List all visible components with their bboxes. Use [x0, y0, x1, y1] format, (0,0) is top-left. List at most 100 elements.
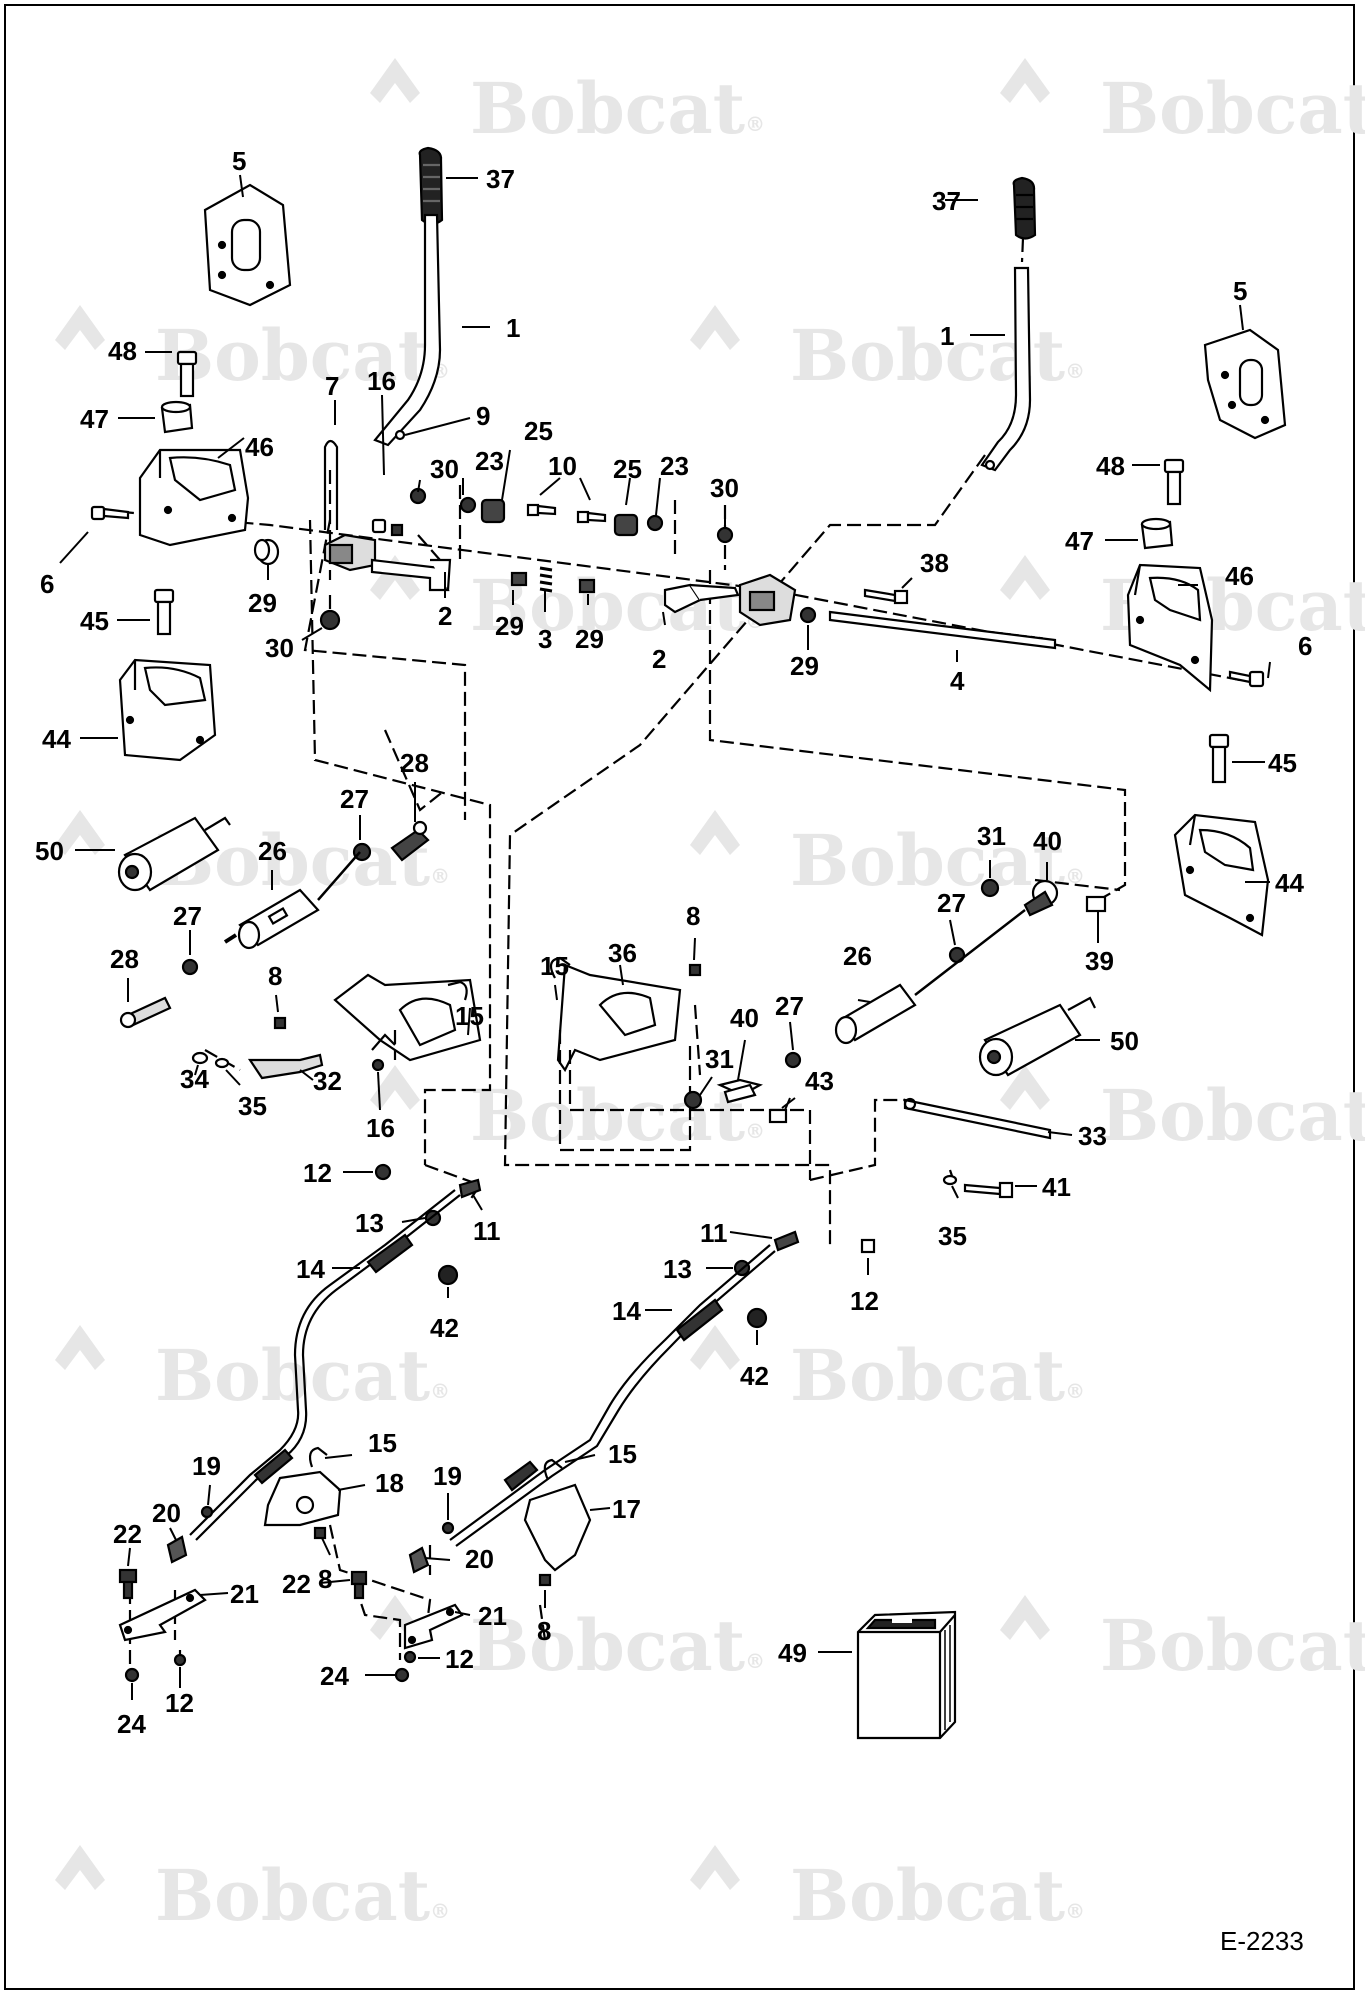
watermark-text: Bobcat® — [790, 314, 1085, 397]
callout-10: 10 — [548, 451, 577, 481]
bobcat-head-icon — [1000, 1595, 1050, 1640]
cylinder-50-right — [978, 996, 1096, 1077]
watermark-logo: Bobcat® — [1000, 1065, 1365, 1157]
bolt-8-lower-right — [538, 1573, 552, 1587]
watermark-logo: Bobcat® — [370, 1065, 765, 1157]
callout-7: 7 — [325, 371, 339, 401]
callout-49: 49 — [778, 1638, 807, 1668]
nut-12-upper-right — [860, 1238, 876, 1254]
watermark-logo: Bobcat® — [690, 305, 1085, 397]
watermark-text: Bobcat® — [790, 1334, 1085, 1417]
nut-24-left — [124, 1667, 140, 1683]
pin-16-lower — [371, 1058, 385, 1072]
knob-37-left — [418, 146, 444, 226]
callout-35-right: 35 — [938, 1221, 967, 1251]
callout-26-left: 26 — [258, 836, 287, 866]
lever-1-right — [980, 266, 1032, 472]
bolt-6-right — [1228, 670, 1265, 688]
bushing-29-center-b — [578, 578, 596, 594]
page-border — [4, 4, 1355, 1990]
watermark-logo: Bobcat® — [55, 810, 450, 902]
watermark-layer: Bobcat® Bobcat® Bobcat® Bobcat® Bobcat® … — [55, 58, 1365, 1937]
callout-48-right: 48 — [1096, 451, 1125, 481]
registered-mark: ® — [1065, 359, 1085, 383]
right-knob-line — [1020, 237, 1025, 263]
callout-15-lower-right: 15 — [608, 1439, 637, 1469]
callout-12-upper-left: 12 — [303, 1158, 332, 1188]
callout-30-right: 30 — [710, 473, 739, 503]
nut-31-right-lower — [683, 1090, 703, 1110]
bobcat-head-icon — [690, 305, 740, 350]
callout-28-upper: 28 — [400, 748, 429, 778]
callout-39: 39 — [1085, 946, 1114, 976]
bolt-8-right-upper — [688, 963, 702, 977]
bolt-8-line — [693, 1004, 702, 1076]
callout-13-left: 13 — [355, 1208, 384, 1238]
callout-47-right: 47 — [1065, 526, 1094, 556]
callout-47-left: 47 — [80, 404, 109, 434]
watermark-logo: Bobcat® — [370, 58, 765, 150]
mounting-plate-5-right — [1203, 328, 1287, 440]
callout-5-right: 5 — [1233, 276, 1247, 306]
watermark-logo: Bobcat® — [55, 1845, 450, 1937]
callout-12-lower-left: 12 — [165, 1688, 194, 1718]
watermark-text: Bobcat® — [470, 1074, 765, 1157]
callout-2-right: 2 — [652, 644, 666, 674]
callout-1-left: 1 — [506, 313, 520, 343]
nut-12-upper-left — [374, 1163, 392, 1181]
spring-left-line — [383, 729, 446, 812]
pivot-assembly-right — [738, 573, 797, 627]
callout-17: 17 — [612, 1494, 641, 1524]
bobcat-head-icon — [690, 810, 740, 855]
callout-38: 38 — [920, 548, 949, 578]
bushing-29-center-a — [510, 571, 528, 587]
washer-34 — [191, 1051, 209, 1065]
callout-44-left: 44 — [42, 724, 71, 754]
callout-37-left: 37 — [486, 164, 515, 194]
callout-28-lower: 28 — [110, 944, 139, 974]
callout-41: 41 — [1042, 1172, 1071, 1202]
bolt-6-left — [90, 505, 130, 521]
plate-18 — [263, 1470, 342, 1527]
callout-31-lower: 31 — [705, 1044, 734, 1074]
nut-31-right-upper — [980, 878, 1000, 898]
pin-39 — [1085, 895, 1107, 913]
bushing-29-left — [253, 538, 280, 566]
bobcat-head-icon — [1000, 555, 1050, 600]
callout-50-left: 50 — [35, 836, 64, 866]
spacer-25-right — [613, 513, 639, 537]
callout-16-upper: 16 — [367, 366, 396, 396]
callout-15-right: 15 — [540, 951, 569, 981]
callout-35-left: 35 — [238, 1091, 267, 1121]
clip-15-lower-left — [308, 1446, 328, 1468]
left-link-line-2 — [308, 519, 492, 1165]
pivot-plate-left — [333, 973, 482, 1062]
callout-19-right: 19 — [433, 1461, 462, 1491]
figure-id: E-2233 — [1220, 1926, 1304, 1956]
arm-32 — [247, 1053, 324, 1080]
callout-1-right: 1 — [940, 321, 954, 351]
watermark-logo: Bobcat® — [55, 305, 450, 397]
decal-package-49 — [856, 1610, 957, 1740]
bushing-47-left — [160, 400, 194, 434]
bracket-46-left — [138, 448, 250, 547]
callout-12-lower-right: 12 — [445, 1644, 474, 1674]
bobcat-head-icon — [55, 305, 105, 350]
callout-8-right: 8 — [686, 901, 700, 931]
callout-6-right: 6 — [1298, 631, 1312, 661]
bolt-38 — [863, 588, 909, 605]
bolt-10-left — [526, 503, 557, 517]
pin-9 — [390, 523, 404, 537]
watermark-text: Bobcat® — [470, 1604, 765, 1687]
callout-22-right: 22 — [282, 1569, 311, 1599]
pin-40-lower — [716, 1078, 763, 1104]
bolt-10-right — [576, 510, 607, 524]
bushing-47-right — [1140, 517, 1174, 550]
watermark-text: Bobcat® — [155, 1854, 450, 1937]
callout-24-right: 24 — [320, 1661, 349, 1691]
bobcat-head-icon — [55, 810, 105, 855]
bolt-8-left — [273, 1016, 287, 1030]
callout-27-upper: 27 — [340, 784, 369, 814]
registered-mark: ® — [430, 1379, 450, 1403]
